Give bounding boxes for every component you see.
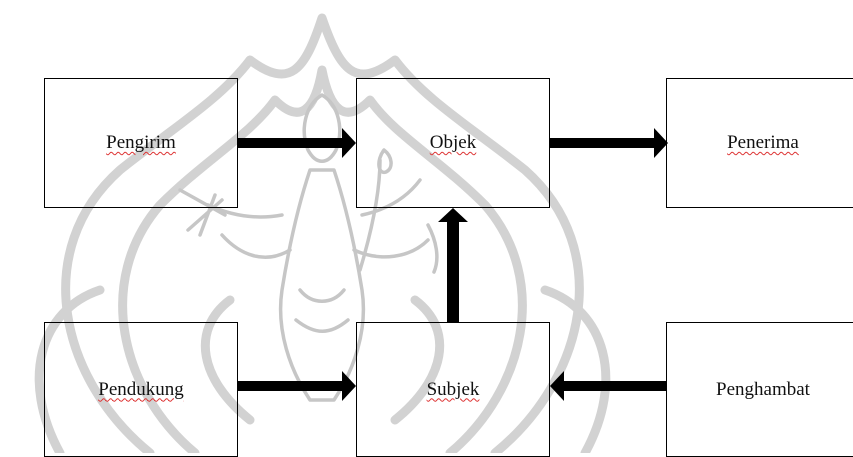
arrow-subjek-to-objek (438, 208, 468, 322)
node-label: Penerima (727, 132, 799, 153)
arrow-objek-to-penerima (550, 128, 668, 158)
arrow-penghambat-to-subjek (550, 371, 666, 401)
node-label: Pengirim (106, 132, 176, 153)
arrow-pengirim-to-objek (238, 128, 356, 158)
node-label: Penghambat (716, 378, 810, 400)
node-label: Subjek (426, 378, 480, 400)
node-label: Pendukung (98, 378, 184, 400)
arrow-pendukung-to-subjek (238, 371, 356, 401)
node-label: Objek (429, 132, 477, 153)
node-pengirim: Pengirim (44, 78, 238, 208)
node-objek: Objek (356, 78, 550, 208)
